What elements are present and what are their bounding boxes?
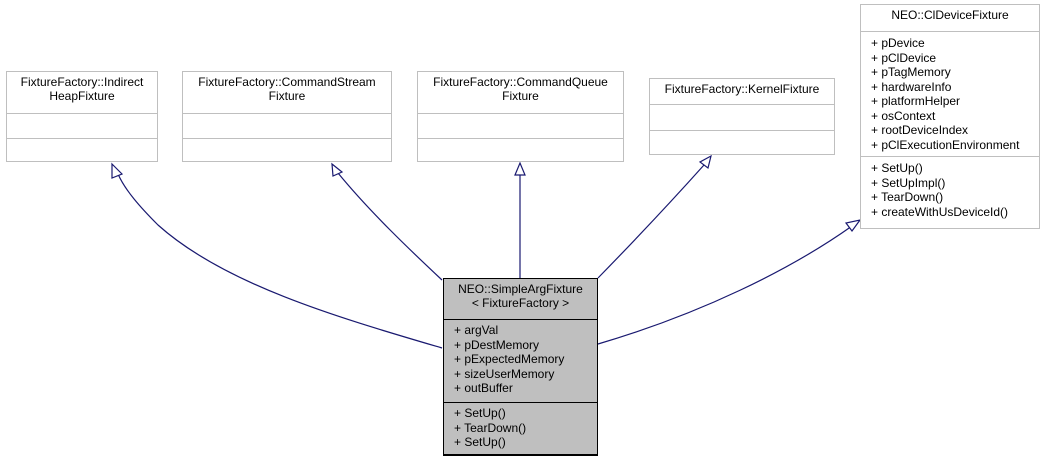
methods-section [650,131,834,154]
arrowhead-indirectheap [111,162,124,179]
attributes-section [183,114,391,139]
methods-section [7,139,157,161]
attributes-section [7,114,157,139]
class-kernel-fixture[interactable]: FixtureFactory::KernelFixture [649,78,835,155]
title-line: NEO::ClDeviceFixture [891,8,1009,22]
title-line: NEO::SimpleArgFixture [458,282,583,296]
class-title: NEO::SimpleArgFixture < FixtureFactory > [444,279,597,320]
class-cl-device-fixture[interactable]: NEO::ClDeviceFixture + pDevice + pClDevi… [860,4,1040,229]
arrowhead-commandqueue [514,161,526,176]
attribute: + outBuffer [454,381,513,395]
class-simple-arg-fixture[interactable]: NEO::SimpleArgFixture < FixtureFactory >… [443,278,598,456]
arrowhead-cldevice [844,219,862,233]
method: + SetUpImpl() [871,175,946,190]
attribute: + pDestMemory [454,337,540,352]
edge-simplearg-to-cldevice [597,225,853,345]
methods-section [183,139,391,161]
arrowhead-kernel [698,154,712,170]
attribute: + sizeUserMemory [454,366,555,381]
class-command-queue-fixture[interactable]: FixtureFactory::CommandQueue Fixture [417,71,624,162]
method: + SetUp() [454,406,506,420]
attribute: + pClDevice [871,50,937,65]
attribute: + hardwareInfo [871,79,952,94]
class-title: FixtureFactory::Indirect HeapFixture [7,72,157,114]
method: + SetUp() [454,435,506,449]
attributes-section: + argVal + pDestMemory + pExpectedMemory… [444,320,597,403]
attributes-section [650,105,834,131]
class-command-stream-fixture[interactable]: FixtureFactory::CommandStream Fixture [182,71,392,162]
title-line: < FixtureFactory > [471,296,570,310]
method: + SetUp() [871,161,923,175]
title-line: FixtureFactory::CommandQueue [433,75,608,89]
edge-simplearg-to-indirectheap [117,173,443,349]
attribute: + osContext [871,108,936,123]
title-line: Fixture [268,89,306,103]
title-line: FixtureFactory::CommandStream [198,75,376,89]
class-title: FixtureFactory::CommandQueue Fixture [418,72,623,114]
attributes-section: + pDevice + pClDevice + pTagMemory + har… [861,32,1039,157]
attribute: + rootDeviceIndex [871,123,969,137]
attribute: + pClExecutionEnvironment [871,137,1020,152]
class-title: FixtureFactory::KernelFixture [650,79,834,105]
class-title: NEO::ClDeviceFixture [861,5,1039,32]
attributes-section [418,114,623,139]
title-line: FixtureFactory::Indirect [20,75,144,89]
attribute: + pExpectedMemory [454,352,565,366]
attribute: + pTagMemory [871,65,951,79]
title-line: Fixture [502,89,539,103]
title-line: FixtureFactory::KernelFixture [664,82,820,96]
class-title: FixtureFactory::CommandStream Fixture [183,72,391,114]
method: + createWithUsDeviceId() [871,204,1009,219]
arrowhead-commandstream [331,162,344,177]
attribute: + pDevice [871,36,925,50]
method: + TearDown() [871,190,944,204]
methods-section: + SetUp() + SetUpImpl() + TearDown() + c… [861,157,1039,228]
attribute: + argVal [454,323,499,337]
methods-section: + SetUp() + TearDown() + SetUp() [444,403,597,455]
class-indirect-heap-fixture[interactable]: FixtureFactory::Indirect HeapFixture [6,71,158,162]
title-line: HeapFixture [49,89,115,103]
edge-simplearg-to-kernel [597,164,705,279]
method: + TearDown() [454,420,527,435]
methods-section [418,139,623,161]
edge-simplearg-to-commandstream [337,172,443,281]
attribute: + platformHelper [871,94,961,108]
